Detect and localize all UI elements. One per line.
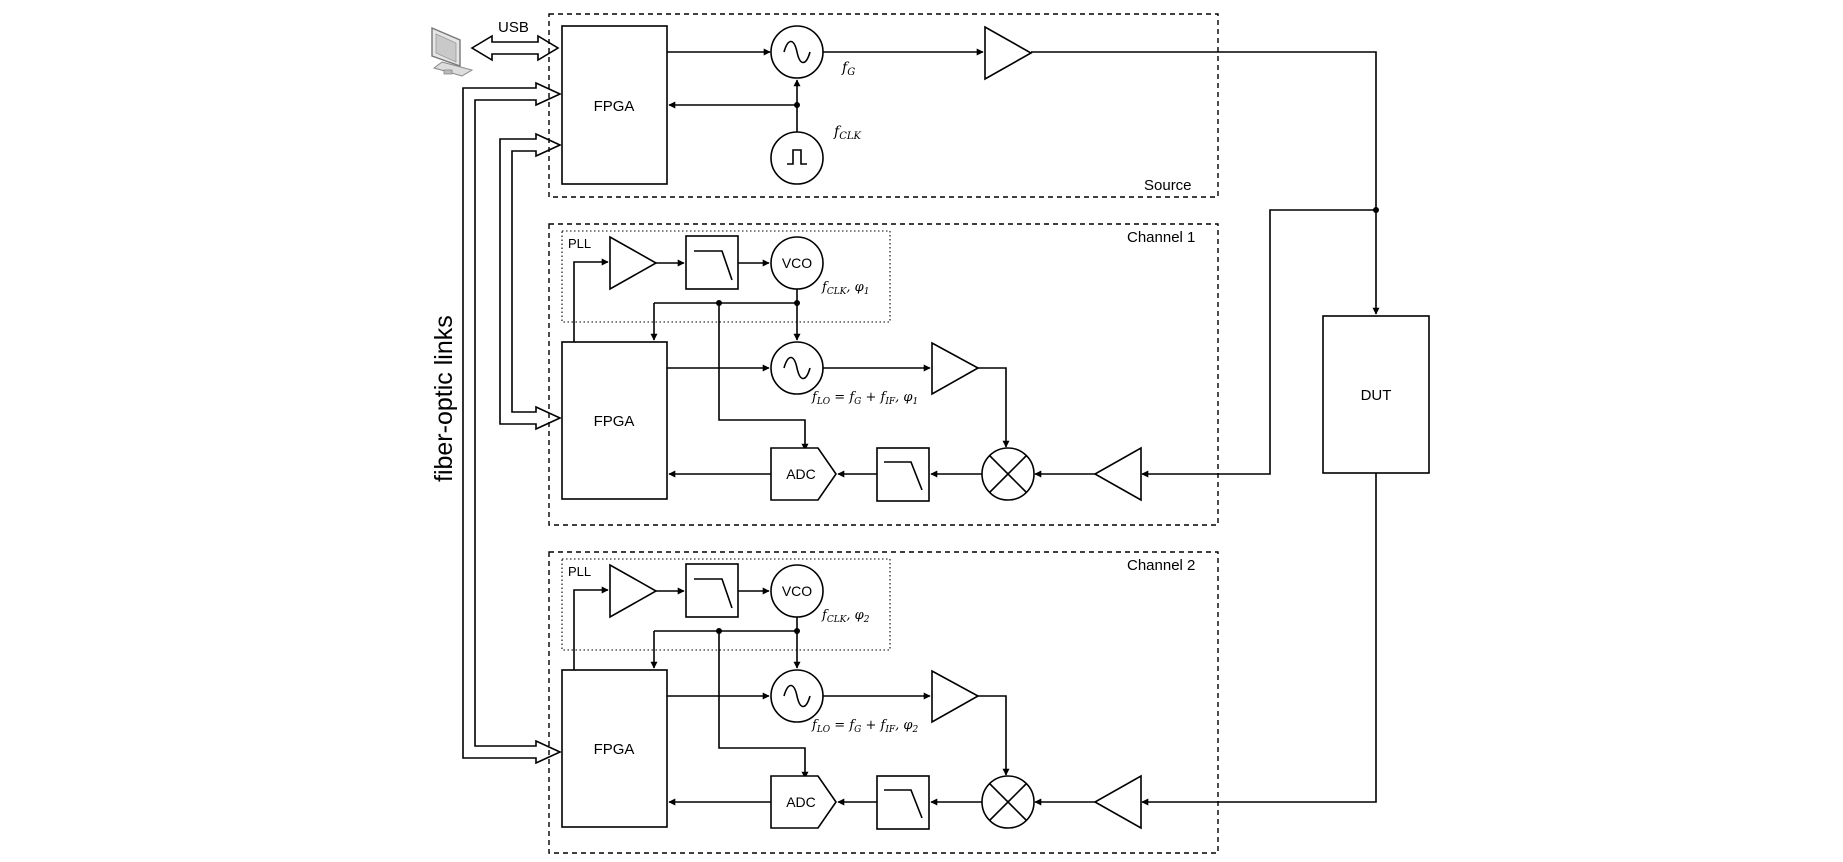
- channel-1-fpga-label: FPGA: [594, 413, 635, 430]
- amplifier-icon: [1093, 446, 1142, 502]
- amplifier-icon: [931, 669, 980, 724]
- channel-2-pll-label: PLL: [568, 564, 591, 579]
- channel-2-fpga-label: FPGA: [594, 741, 635, 758]
- channel-1-fpga-block: [561, 341, 668, 500]
- usb-label: USB: [498, 19, 529, 36]
- source-fpga-label: FPGA: [594, 98, 635, 115]
- channel-2-pll-frame: [561, 558, 891, 651]
- fiber-link-outer: [462, 81, 562, 765]
- amplifier-icon: [609, 235, 658, 291]
- amplifier-icon: [1093, 774, 1142, 830]
- lowpass-filter-icon: [876, 447, 930, 502]
- amplifier-icon: [609, 563, 658, 619]
- fclk-label: fCLK: [833, 124, 861, 142]
- amplifier-icon: [984, 25, 1033, 81]
- channel-2-adc-label: ADC: [786, 794, 816, 810]
- channel-2-fclk-label: fCLK, φ2: [821, 608, 870, 625]
- sine-source-icon: [770, 341, 824, 395]
- fiber-optic-label: fiber-optic links: [430, 315, 458, 482]
- fiber-link-inner: [499, 132, 562, 431]
- channel-1-fclk-label: fCLK, φ1: [821, 280, 870, 297]
- dut-block: [1322, 315, 1430, 474]
- channel-2-fpga-block: [561, 669, 668, 828]
- source-frame: Source FPGA fG fCLK: [548, 13, 1219, 198]
- channel-2-adc-block: [770, 775, 837, 829]
- lowpass-filter-icon: [685, 563, 739, 618]
- channel-1-adc-block: [770, 447, 837, 501]
- clock-source-icon: [770, 131, 824, 185]
- fg-label: fG: [841, 60, 855, 78]
- lowpass-filter-icon: [876, 775, 930, 830]
- sine-source-icon: [770, 25, 824, 79]
- channel-1-flo-label: fLO = fG + fIF, φ1: [811, 390, 918, 407]
- computer-icon: [431, 26, 474, 77]
- sine-source-icon: [770, 669, 824, 723]
- channel-1-vco-label: VCO: [782, 255, 812, 271]
- mixer-icon: [981, 775, 1035, 829]
- mixer-icon: [981, 447, 1035, 501]
- lowpass-filter-icon: [685, 235, 739, 290]
- channel-2-flo-label: fLO = fG + fIF, φ2: [811, 718, 919, 735]
- channel-2-vco-label: VCO: [782, 583, 812, 599]
- channel-2-title: Channel 2: [1127, 557, 1195, 574]
- source-fpga-block: [561, 25, 668, 185]
- channel-1-pll-label: PLL: [568, 236, 591, 251]
- amplifier-icon: [931, 341, 980, 396]
- usb-link-arrow: [470, 34, 560, 62]
- channel-1-frame: Channel 1 PLL FPGA VCO fCLK, φ1: [548, 223, 1219, 526]
- channel-1-pll-frame: [561, 230, 891, 323]
- channel-2-frame: Channel 2 PLL FPGA VCO fCLK, φ2: [548, 551, 1219, 854]
- channel-1-adc-label: ADC: [786, 466, 816, 482]
- dut-label: DUT: [1361, 387, 1392, 404]
- source-title: Source: [1144, 177, 1192, 194]
- channel-1-title: Channel 1: [1127, 229, 1195, 246]
